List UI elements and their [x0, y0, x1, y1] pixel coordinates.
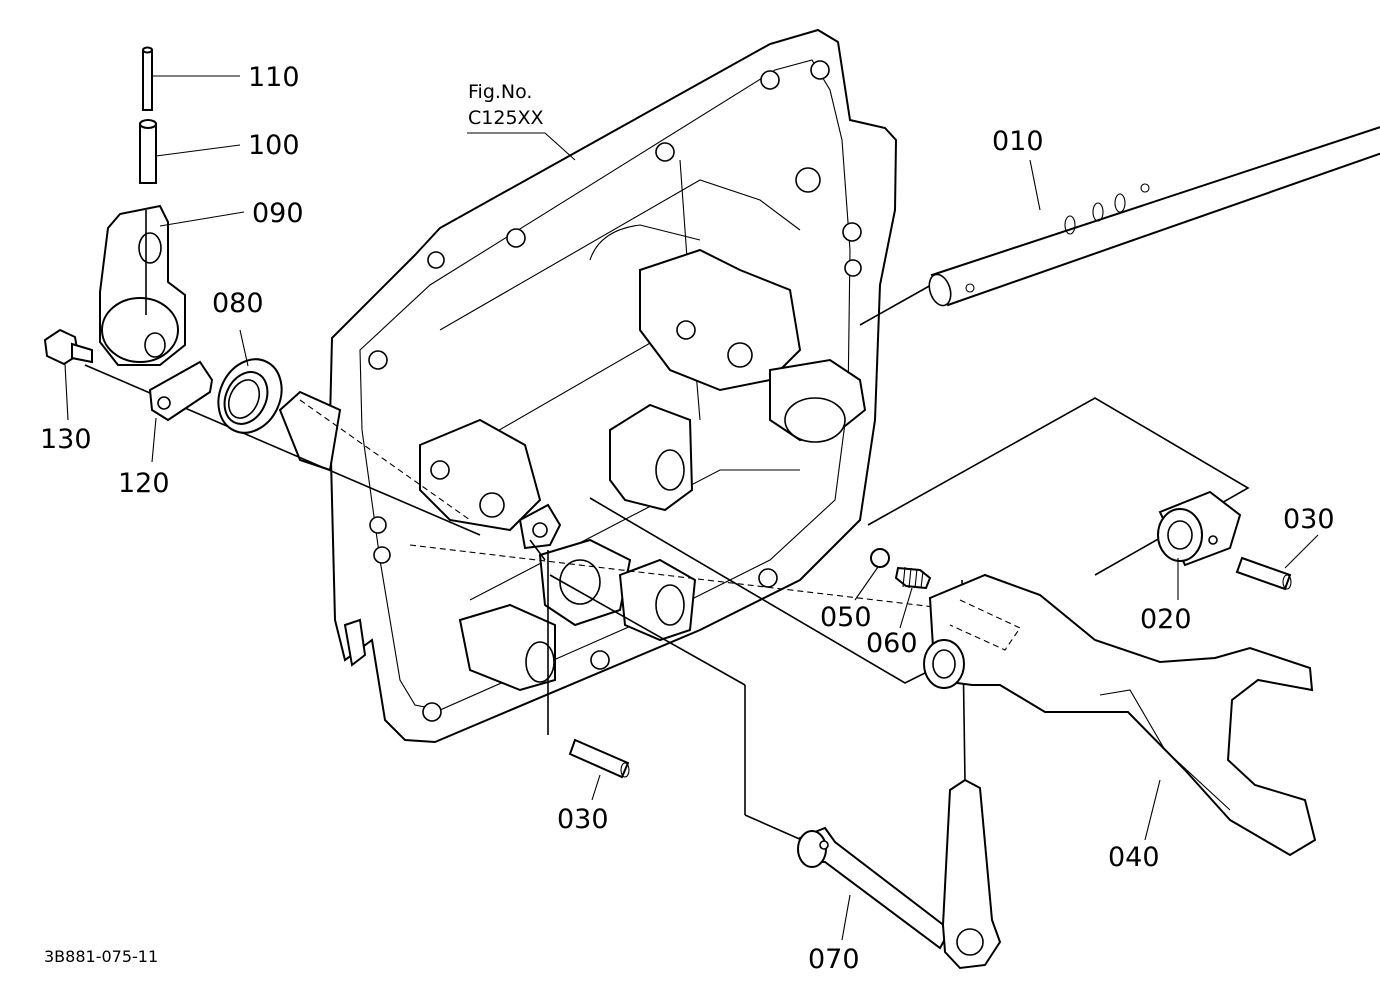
housing-cover-plate — [278, 28, 898, 744]
part-110-pin — [142, 46, 153, 111]
part-070-shift-lever — [797, 778, 1002, 970]
callout-090: 090 — [252, 198, 304, 229]
part-020-collar — [1157, 490, 1242, 567]
callout-130: 130 — [40, 424, 92, 455]
part-040-shift-fork — [923, 573, 1317, 857]
callout-060: 060 — [866, 628, 918, 659]
part-100-pin — [139, 119, 157, 184]
part-callouts: 010 020 030 030 040 050 060 070 080 090 … — [40, 62, 1335, 975]
callout-030-bottom: 030 — [557, 804, 609, 835]
callout-050: 050 — [820, 602, 872, 633]
part-130-bolt — [43, 328, 93, 366]
callout-070: 070 — [808, 944, 860, 975]
callout-030-right: 030 — [1283, 504, 1335, 535]
figure-labels: Fig.No. C125XX 3B881-075-11 — [44, 81, 544, 966]
callout-120: 120 — [118, 468, 170, 499]
part-050-ball — [870, 548, 890, 568]
part-030-spring-pin-bottom — [568, 738, 630, 779]
callout-020: 020 — [1140, 604, 1192, 635]
callout-010: 010 — [992, 126, 1044, 157]
part-120-plate — [148, 360, 214, 422]
label-leaders — [64, 75, 1319, 941]
drawing-code: 3B881-075-11 — [44, 947, 158, 966]
part-060-spring — [894, 566, 932, 590]
callout-100: 100 — [248, 130, 300, 161]
part-030-spring-pin-right — [1235, 556, 1292, 591]
callout-040: 040 — [1108, 842, 1160, 873]
fig-label-line1: Fig.No. — [468, 81, 532, 103]
callout-110: 110 — [248, 62, 300, 93]
callout-080: 080 — [212, 288, 264, 319]
part-080-oil-seal — [217, 358, 283, 434]
fig-label-line2: C125XX — [468, 107, 544, 129]
part-010-shift-rod — [928, 126, 1380, 307]
part-090-lever-arm — [99, 204, 186, 366]
